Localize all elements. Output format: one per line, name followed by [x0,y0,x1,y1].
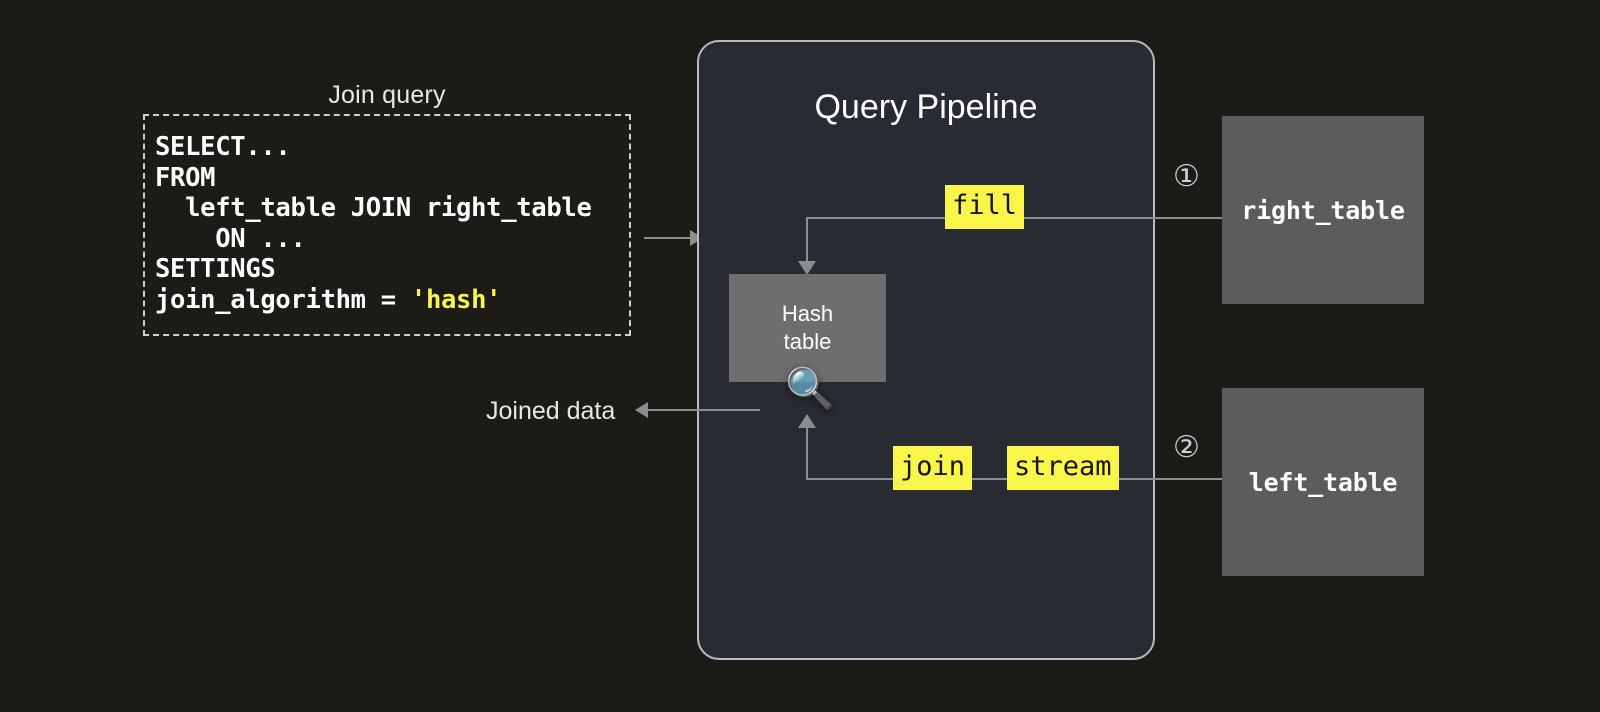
query-line-select: SELECT... [155,132,291,162]
joined-data-arrowhead [635,402,648,418]
hash-table-label: Hash table [782,300,833,356]
fill-vertical-line [806,217,808,273]
right-table-label: right_table [1241,195,1405,225]
hash-table-line-2: table [783,329,832,354]
magnifier-icon: 🔍 [785,367,835,411]
left-table-label: left_table [1248,467,1398,497]
hash-table-block: Hash table [729,274,886,382]
join-label: join [893,446,973,490]
query-to-pipeline-line [644,237,692,239]
fill-label: fill [945,185,1025,229]
join-query-code: SELECT... FROM left_table JOIN right_tab… [145,116,629,315]
join-query-box: SELECT... FROM left_table JOIN right_tab… [143,114,631,336]
left-table-block: left_table [1222,388,1424,576]
query-line-settings: SETTINGS [155,254,276,284]
stream-label: stream [1007,446,1119,490]
right-table-block: right_table [1222,116,1424,304]
step-number-2: ② [1173,430,1200,465]
join-arrowhead [798,414,816,428]
joined-data-line [648,409,760,411]
query-line-algorithm: join_algorithm = [155,284,411,315]
joined-data-label: Joined data [486,397,616,425]
hash-table-line-1: Hash [781,301,834,326]
query-line-tables: left_table JOIN right_table [155,193,592,223]
join-query-title: Join query [328,81,446,109]
query-algorithm-value: 'hash' [410,284,502,315]
step-number-1: ① [1173,159,1200,194]
query-line-from: FROM [155,162,216,193]
query-pipeline-title: Query Pipeline [814,88,1038,126]
query-line-on: ON ... [155,223,306,254]
fill-arrowhead [798,261,816,275]
join-vertical-line [806,420,808,478]
